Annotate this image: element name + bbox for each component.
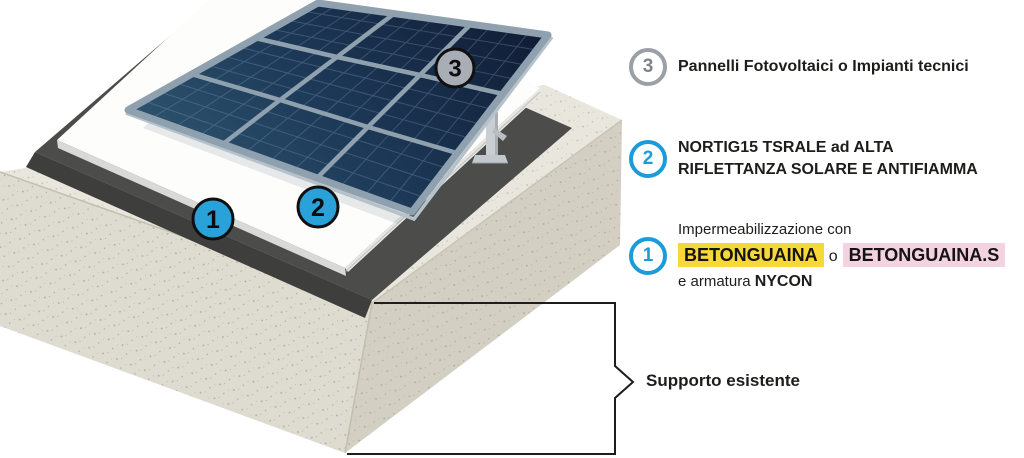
legend-item-3-text: Pannelli Fotovoltaici o Impianti tecnici: [678, 56, 969, 78]
diagram-badge-2: 2: [296, 185, 340, 229]
support-label: Supporto esistente: [646, 371, 800, 390]
strut-arm: [492, 128, 507, 141]
diagram-badge-3: 3: [434, 47, 476, 89]
legend-item-3-label: Pannelli Fotovoltaici o Impianti tecnici: [678, 58, 969, 75]
concrete-right-arris: [371, 119, 623, 304]
concrete-left-texture: [0, 172, 372, 453]
legend-badge-1: 1: [629, 237, 667, 275]
support-bracket: [347, 302, 635, 455]
legend-item-3: 3 Pannelli Fotovoltaici o Impianti tecni…: [629, 48, 969, 86]
product-nycon: NYCON: [754, 273, 813, 290]
legend-item-2: 2 NORTIG15 TSRALE ad ALTA RIFLETTANZA SO…: [629, 137, 978, 181]
legend-item-2-text: NORTIG15 TSRALE ad ALTA RIFLETTANZA SOLA…: [678, 137, 978, 181]
legend-item-2-line2: RIFLETTANZA SOLARE E ANTIFIAMMA: [678, 161, 978, 178]
panel-support-strut: [472, 110, 508, 164]
product-betonguaina-s: BETONGUAINA.S: [842, 243, 1006, 267]
diagram-badge-1: 1: [191, 197, 235, 241]
legend-badge-2: 2: [629, 140, 667, 178]
strut-foot: [472, 155, 508, 163]
legend-item-1-line3: e armatura NYCON: [678, 271, 1005, 293]
panel-cell-grid: [143, 4, 538, 205]
legend-badge-3: 3: [629, 48, 667, 86]
diagram-badge-1-number: 1: [206, 206, 220, 234]
diagram-badge-2-number: 2: [311, 194, 325, 222]
legend-item-1-line3-prefix: e armatura: [678, 273, 755, 290]
legend-item-2-line1: NORTIG15 TSRALE ad ALTA: [678, 139, 894, 156]
legend-item-1-line1: Impermeabilizzazione con: [678, 221, 852, 238]
product-betonguaina: BETONGUAINA: [678, 243, 824, 267]
diagram-badge-3-number: 3: [448, 56, 461, 83]
panel-frame-lightedge: [125, 35, 554, 222]
legend-item-1-conjunction: o: [828, 248, 838, 265]
concrete-right-texture: [345, 120, 622, 453]
